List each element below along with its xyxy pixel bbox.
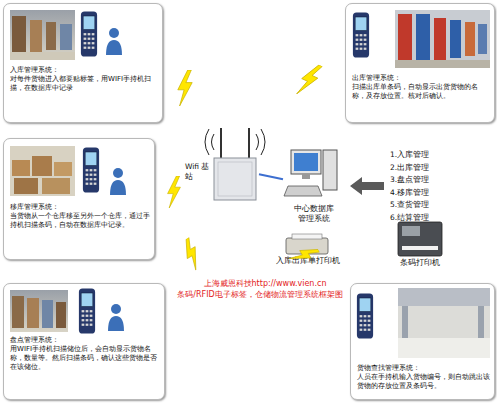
node-content: 盘点管理系统：用WIFI手持机扫描储位后，会自动显示货物名称，数量等。然后扫描条…: [10, 336, 160, 372]
node-content: Wifi 基站: [185, 162, 213, 181]
printer: 入库出库单打印机: [268, 232, 348, 268]
node-heading: 货物查找管理系统：: [357, 364, 491, 373]
node-content: 条码打印机: [388, 258, 452, 268]
node-content: 中心数据库 管理系统: [289, 204, 339, 223]
wifi-base: Wifi 基站: [183, 120, 259, 212]
database-server: 中心数据库 管理系统: [283, 144, 345, 228]
diagram-title: 条码/RFID电子标签，仓储物流管理系统框架图: [160, 290, 360, 300]
list-item: 3.盘点管理: [390, 175, 450, 184]
network-cable: [259, 174, 283, 179]
node-text: 条码打印机: [388, 258, 452, 268]
node-content: 出库管理系统：扫描出库单条码，自动显示出货货物的名称，及存放位置。核对后确认。: [352, 74, 490, 101]
list-item: 1.入库管理: [390, 150, 450, 159]
node-text: 人员在手持机输入货物编号，则自动跳出该货物的存放位置及条码号。: [357, 373, 491, 391]
node-content: 入库出库单打印机: [268, 256, 348, 266]
system-box: 移库管理系统：当货物从一个仓库移至另外一个仓库，通过手持机扫描条码，自动在数据库…: [3, 138, 155, 260]
company-note: 上海威恩科技http://www.vien.cn: [180, 279, 350, 289]
system-box: 入库管理系统：对每件货物进入都要贴标签，用WIFI手持机扫描，在数据库中记录: [3, 3, 163, 123]
barcode-printer: 条码打印机: [388, 218, 452, 270]
node-heading: 移库管理系统：: [10, 203, 150, 212]
node-text: 用WIFI手持机扫描储位后，会自动显示货物名称，数量等。然后扫描条码，确认这些货…: [10, 345, 160, 372]
node-content: 移库管理系统：当货物从一个仓库移至另外一个仓库，通过手持机扫描条码，自动在数据库…: [10, 203, 150, 230]
node-text: 当货物从一个仓库移至另外一个仓库，通过手持机扫描条码，自动在数据库中记录。: [10, 212, 150, 230]
list-item: 6.结算管理: [390, 213, 450, 222]
node-content: 货物查找管理系统：人员在手持机输入货物编号，则自动跳出该货物的存放位置及条码号。: [357, 364, 491, 391]
node-heading: 盘点管理系统：: [10, 336, 160, 345]
system-box: 盘点管理系统：用WIFI手持机扫描储位后，会自动显示货物名称，数量等。然后扫描条…: [3, 283, 165, 400]
node-text: 入库出库单打印机: [268, 256, 348, 266]
list-item: 2.出库管理: [390, 163, 450, 172]
node-text: Wifi 基站: [185, 162, 213, 181]
node-heading: 入库管理系统：: [10, 66, 158, 75]
node-content: 入库管理系统：对每件货物进入都要贴标签，用WIFI手持机扫描，在数据库中记录: [10, 66, 158, 93]
system-box: 出库管理系统：扫描出库单条码，自动显示出货货物的名称，及存放位置。核对后确认。: [345, 3, 495, 123]
node-heading: 出库管理系统：: [352, 74, 490, 83]
system-box: 货物查找管理系统：人员在手持机输入货物编号，则自动跳出该货物的存放位置及条码号。: [350, 283, 495, 400]
list-item: 5.查货管理: [390, 200, 450, 209]
list-item: 4.移库管理: [390, 188, 450, 197]
node-text: 对每件货物进入都要贴标签，用WIFI手持机扫描，在数据库中记录: [10, 75, 158, 93]
node-text: 扫描出库单条码，自动显示出货货物的名称，及存放位置。核对后确认。: [352, 83, 490, 101]
node-text: 中心数据库 管理系统: [289, 204, 339, 223]
